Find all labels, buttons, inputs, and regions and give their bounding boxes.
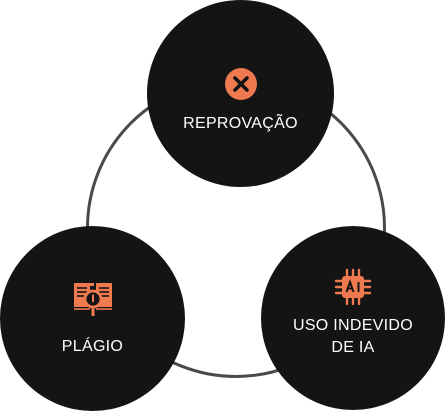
node-plagio: PLÁGIO [0, 226, 185, 411]
ai-chip-icon [334, 268, 372, 306]
node-uso-indevido-ia: USO INDEVIDO DE IA [261, 226, 445, 410]
node-label-plagio: PLÁGIO [61, 337, 124, 355]
node-label-uso-indevido-line2: DE IA [331, 339, 375, 356]
node-label-reprovacao: REPROVAÇÃO [183, 114, 298, 132]
close-circle-icon [224, 67, 257, 100]
node-label-uso-indevido-line1: USO INDEVIDO [292, 317, 414, 334]
node-reprovacao: REPROVAÇÃO [147, 0, 334, 187]
document-magnifier-icon [73, 282, 112, 316]
